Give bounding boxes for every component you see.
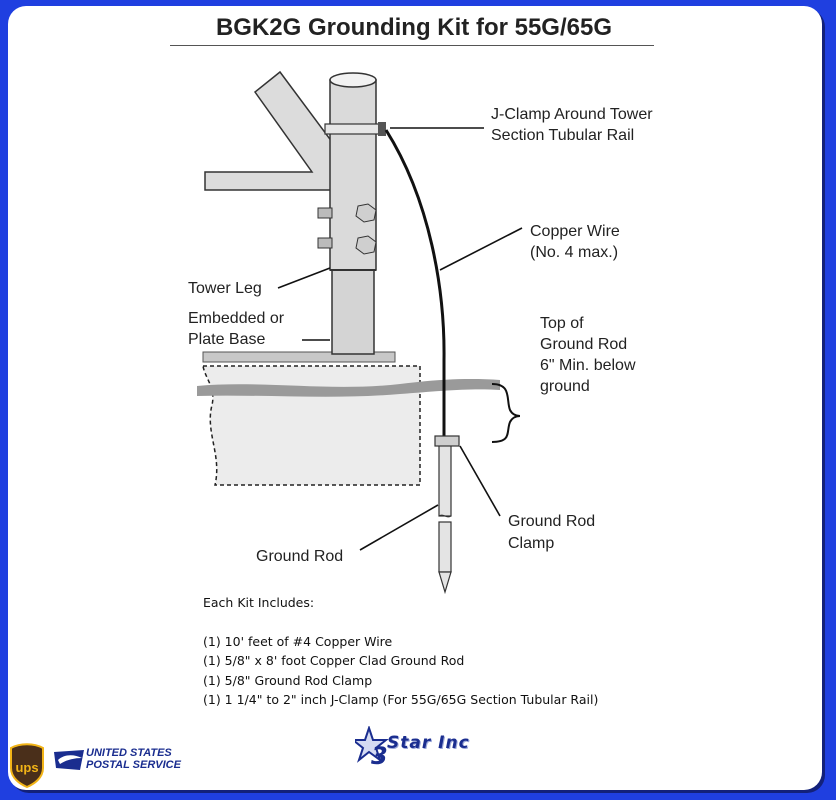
svg-text:3: 3 — [371, 742, 388, 768]
usps-line1: UNITED STATES — [86, 747, 172, 759]
label-copper-line2: (No. 4 max.) — [530, 244, 619, 261]
label-top-line3: 6" Min. below — [540, 357, 636, 374]
usps-eagle-icon — [54, 750, 84, 770]
brand-name: Star Inc — [387, 733, 470, 753]
label-top-line4: ground — [540, 378, 590, 395]
kit-item: (1) 1 1/4" to 2" inch J-Clamp (For 55G/6… — [203, 692, 599, 707]
kit-item: (1) 10' feet of #4 Copper Wire — [203, 633, 393, 649]
kit-item: (1) 5/8" Ground Rod Clamp — [203, 672, 373, 688]
label-clamp-line1: Ground Rod — [508, 513, 596, 530]
label-tower-leg: Tower Leg — [188, 280, 262, 297]
label-ground-rod: Ground Rod — [256, 548, 344, 565]
depth-brace — [491, 383, 521, 443]
label-base-line2: Plate Base — [188, 331, 266, 348]
star-logo-icon: 3 — [355, 726, 389, 768]
kit-item: (1) 5/8" x 8' foot Copper Clad Ground Ro… — [203, 653, 465, 668]
ground-rod-clamp — [434, 435, 460, 447]
usps-logo-text: UNITED STATES POSTAL SERVICE — [86, 747, 181, 771]
page-title: BGK2G Grounding Kit for 55G/65G — [215, 14, 613, 41]
label-clamp-line2: Clamp — [508, 535, 555, 552]
title-underline — [170, 45, 654, 46]
label-top-line1: Top of — [540, 315, 584, 332]
ground-rod — [438, 443, 452, 595]
kit-contents: Each Kit Includes: (1) 10' feet of #4 Co… — [203, 593, 598, 710]
label-top-line2: Ground Rod — [540, 336, 628, 353]
label-jclamp-line1: J-Clamp Around Tower — [491, 106, 653, 123]
tower-leg — [317, 72, 377, 355]
ups-logo-text: ups — [15, 760, 38, 775]
ups-logo-icon: ups — [10, 743, 44, 788]
ground-block — [197, 351, 500, 486]
copper-wire — [384, 129, 446, 440]
j-clamp — [324, 122, 386, 136]
kit-heading: Each Kit Includes: — [203, 595, 315, 610]
label-base-line1: Embedded or — [188, 310, 285, 327]
label-copper-line1: Copper Wire — [530, 223, 620, 240]
label-jclamp-line2: Section Tubular Rail — [491, 127, 635, 144]
usps-line2: POSTAL SERVICE — [86, 759, 181, 771]
tower-rail — [204, 70, 339, 191]
leader-lines — [277, 127, 523, 551]
